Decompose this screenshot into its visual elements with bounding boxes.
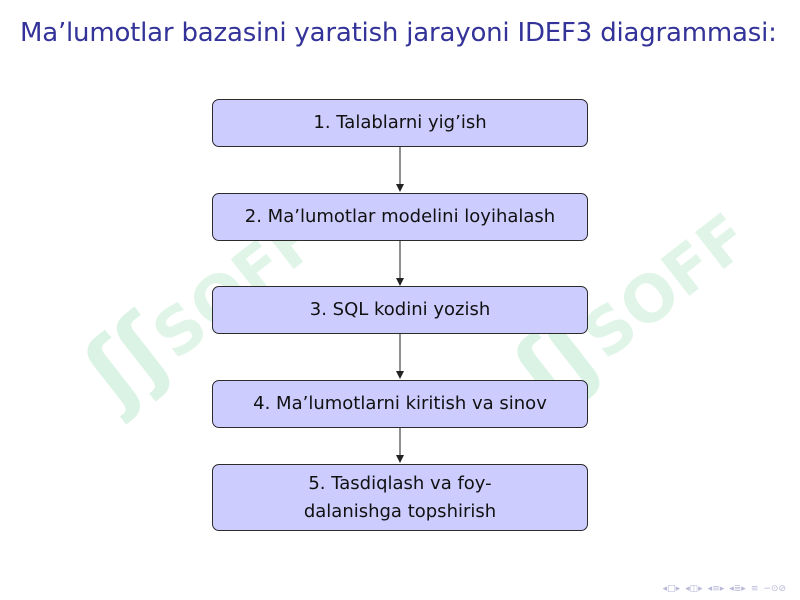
step-box-5: 5. Tasdiqlash va foy- dalanishga topshir…: [212, 464, 588, 531]
step-label-line2: dalanishga topshirish: [303, 500, 497, 522]
step-label-line1: 5. Tasdiqlash va foy-: [308, 472, 492, 494]
step-box-2: 2. Ma’lumotlar modelini loyihalash: [212, 193, 588, 241]
slide-title: Ma’lumotlar bazasini yaratish jarayoni I…: [20, 18, 777, 48]
prev-frame-icon[interactable]: ◂◫▸: [685, 584, 703, 594]
search-icon[interactable]: ∽⊙⊘: [763, 584, 786, 594]
step-box-3: 3. SQL kodini yozish: [212, 286, 588, 334]
step-label: 3. SQL kodini yozish: [309, 299, 491, 320]
prev-section-icon[interactable]: ◂≡▸: [707, 584, 725, 594]
step-label: 4. Ma’lumotlarni kiritish va sinov: [253, 393, 547, 414]
beamer-nav-bar: ◂□▸ ◂◫▸ ◂≡▸ ◂≣▸ ≡ ∽⊙⊘: [663, 584, 786, 594]
next-section-icon[interactable]: ◂≣▸: [729, 584, 746, 594]
step-box-4: 4. Ma’lumotlarni kiritish va sinov: [212, 380, 588, 428]
step-label: 1. Talablarni yig’ish: [313, 112, 487, 133]
first-frame-icon[interactable]: ◂□▸: [662, 584, 681, 594]
align-icon[interactable]: ≡: [750, 584, 759, 594]
step-box-1: 1. Talablarni yig’ish: [212, 99, 588, 147]
step-label: 2. Ma’lumotlar modelini loyihalash: [244, 206, 556, 227]
